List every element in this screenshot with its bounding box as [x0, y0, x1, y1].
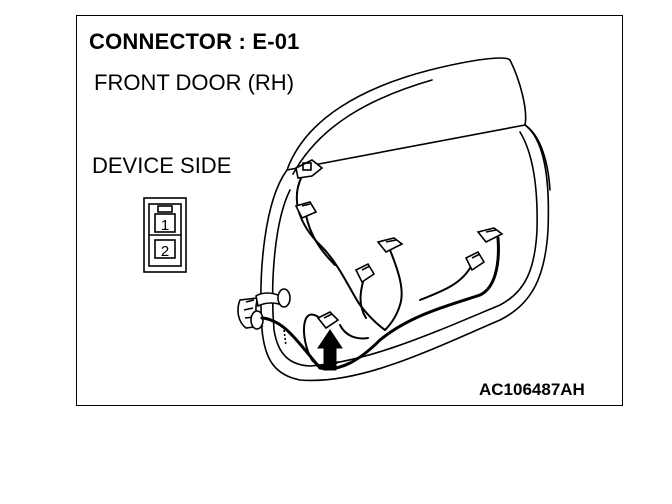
connector-upper-left — [294, 201, 318, 220]
pin-2-cavity — [154, 239, 176, 259]
branch-middle — [384, 249, 403, 331]
pointer-arrow — [317, 329, 343, 371]
connector-outer — [143, 197, 187, 273]
branch-right — [419, 267, 471, 301]
door-outline — [260, 57, 551, 382]
grommet-end — [277, 288, 291, 308]
door-inner-panel — [271, 131, 538, 367]
pin-2-label: 2 — [161, 243, 169, 260]
branch-upper-2 — [305, 214, 336, 266]
connector-right-top — [476, 227, 504, 244]
grommet-seal — [250, 310, 264, 330]
connector-center — [354, 262, 376, 284]
pin-1-cavity — [154, 213, 176, 233]
pin-1-label: 1 — [161, 217, 169, 234]
connector-middle — [376, 237, 404, 254]
harness-connectors — [294, 159, 504, 330]
device-side-label: DEVICE SIDE — [92, 153, 232, 178]
door-edge — [524, 124, 551, 191]
connector-title: CONNECTOR : E-01 — [89, 29, 300, 54]
window-frame — [286, 57, 527, 171]
location-label: FRONT DOOR (RH) — [94, 70, 295, 95]
diagram-frame — [76, 15, 623, 406]
connector-e01-target — [316, 311, 340, 330]
connector-latch — [157, 205, 173, 213]
connector-top — [295, 159, 324, 179]
grommet-tie — [283, 329, 287, 347]
grommet — [237, 288, 291, 347]
connector-face: 1 2 — [143, 197, 187, 273]
figure-code: AC106487AH — [479, 380, 585, 399]
arrow-shaft — [323, 345, 337, 371]
arrow-head — [317, 329, 343, 349]
branch-upper — [295, 175, 386, 331]
branch-target — [339, 324, 369, 340]
main-trunk — [260, 236, 500, 371]
window-frame-inner — [292, 79, 433, 175]
connector-right-lower — [464, 250, 486, 272]
